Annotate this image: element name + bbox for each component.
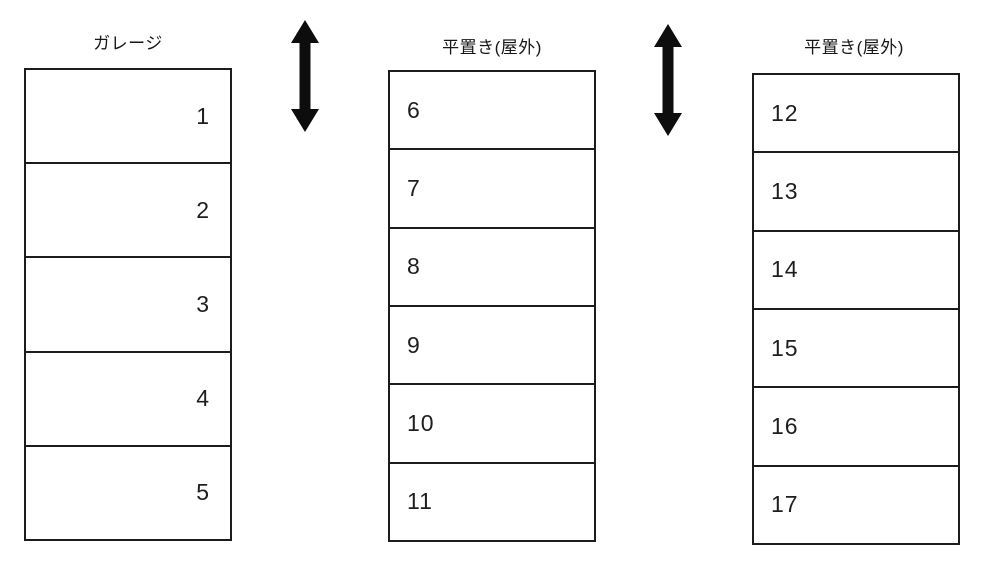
parking-space: 4 xyxy=(26,350,230,445)
parking-space: 10 xyxy=(390,383,594,461)
parking-space: 15 xyxy=(754,307,958,386)
flat-outdoor-column-1: 6 7 8 9 10 11 xyxy=(388,70,596,542)
space-number: 1 xyxy=(196,102,210,129)
parking-space: 9 xyxy=(390,304,594,383)
parking-space: 14 xyxy=(754,229,958,308)
parking-space: 12 xyxy=(754,75,958,151)
vertical-double-arrow-icon xyxy=(288,20,322,132)
space-number: 2 xyxy=(196,196,210,223)
space-number: 8 xyxy=(407,253,421,280)
flat-outdoor-column-title: 平置き(屋外) xyxy=(804,38,904,57)
flat-outdoor-column-title: 平置き(屋外) xyxy=(442,38,542,57)
parking-space: 6 xyxy=(390,72,594,148)
flat-outdoor-column-2: 12 13 14 15 16 17 xyxy=(752,73,960,545)
space-number: 13 xyxy=(771,177,799,204)
parking-space: 7 xyxy=(390,148,594,226)
space-number: 7 xyxy=(407,174,421,201)
garage-column-title: ガレージ xyxy=(93,34,163,53)
garage-column: 1 2 3 4 5 xyxy=(24,68,232,541)
parking-space: 3 xyxy=(26,256,230,350)
space-number: 9 xyxy=(407,331,421,358)
space-number: 10 xyxy=(407,409,435,436)
parking-space: 17 xyxy=(754,464,958,543)
parking-space: 16 xyxy=(754,386,958,464)
space-number: 14 xyxy=(771,256,799,283)
space-number: 5 xyxy=(196,479,210,506)
space-number: 4 xyxy=(196,385,210,412)
space-number: 16 xyxy=(771,412,799,439)
parking-space: 8 xyxy=(390,226,594,305)
space-number: 6 xyxy=(407,96,421,123)
vertical-double-arrow-icon xyxy=(651,24,685,136)
parking-space: 2 xyxy=(26,162,230,256)
space-number: 17 xyxy=(771,491,799,518)
parking-space: 13 xyxy=(754,151,958,229)
parking-space: 5 xyxy=(26,444,230,539)
parking-space: 11 xyxy=(390,461,594,540)
space-number: 12 xyxy=(771,99,799,126)
parking-space: 1 xyxy=(26,70,230,162)
space-number: 3 xyxy=(196,291,210,317)
space-number: 15 xyxy=(771,334,799,361)
space-number: 11 xyxy=(407,488,433,515)
